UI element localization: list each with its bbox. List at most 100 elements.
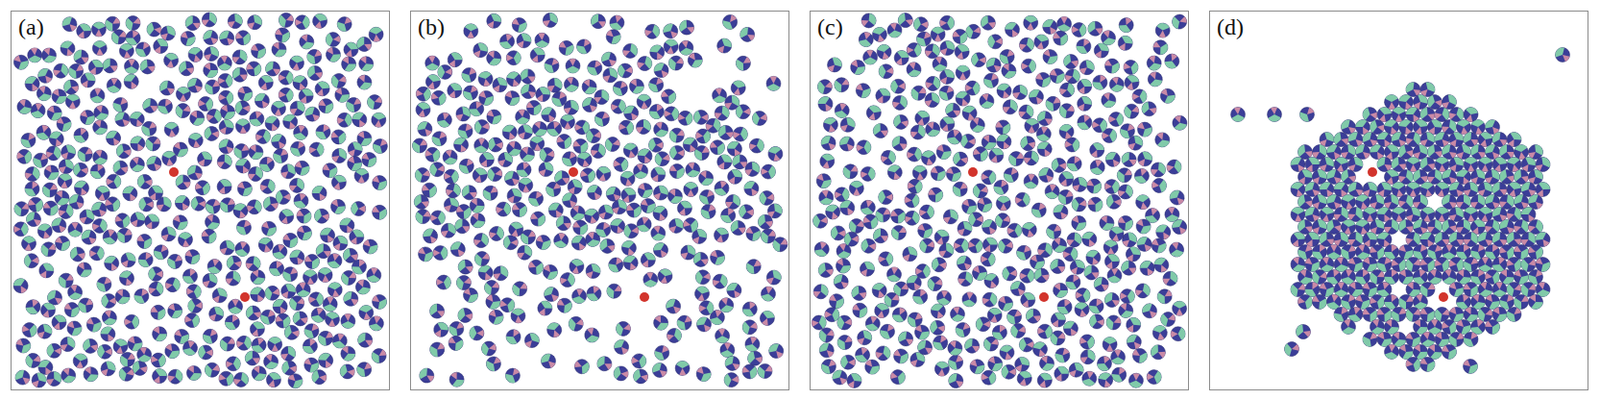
patchy-particle bbox=[256, 72, 275, 92]
particle-stripe bbox=[81, 78, 92, 89]
particle-patch bbox=[21, 222, 29, 236]
patchy-particle bbox=[278, 280, 299, 301]
patchy-particle bbox=[127, 109, 146, 128]
patchy-particle bbox=[89, 198, 110, 219]
patchy-particle bbox=[287, 246, 308, 267]
patchy-particle bbox=[227, 298, 243, 315]
particle-patch bbox=[263, 59, 277, 74]
particle-body bbox=[355, 72, 374, 92]
particle-body bbox=[112, 108, 133, 129]
particle-body bbox=[101, 227, 120, 245]
particle-stripe bbox=[602, 72, 612, 83]
patchy-particle bbox=[369, 135, 389, 156]
particle-patch bbox=[23, 74, 38, 87]
particle-stripe bbox=[582, 78, 592, 89]
particle-stripe bbox=[149, 191, 160, 201]
particle-body bbox=[218, 334, 238, 354]
particle-stripe bbox=[448, 89, 458, 99]
particle-body bbox=[315, 96, 337, 117]
particle-body bbox=[617, 62, 633, 78]
particle-patch bbox=[237, 48, 249, 63]
particle-stripe bbox=[246, 203, 256, 212]
particle-body bbox=[92, 103, 110, 122]
particle-patch bbox=[191, 314, 201, 329]
particle-body bbox=[40, 46, 59, 65]
patchy-particle bbox=[77, 70, 98, 91]
particle-body bbox=[474, 119, 490, 135]
particle-stripe bbox=[155, 269, 164, 277]
particle-body bbox=[231, 369, 250, 388]
particle-body bbox=[233, 217, 254, 238]
particle-patch bbox=[188, 46, 203, 56]
patchy-particle bbox=[162, 340, 183, 362]
tracer-dot bbox=[240, 291, 250, 302]
particle-patch bbox=[12, 202, 25, 218]
particle-stripe bbox=[193, 53, 201, 63]
particle-stripe bbox=[485, 109, 496, 120]
particle-stripe bbox=[640, 101, 648, 110]
particle-patch bbox=[33, 198, 46, 214]
patchy-particle bbox=[350, 200, 366, 217]
particle-body bbox=[120, 183, 140, 203]
particle-body bbox=[22, 178, 43, 199]
particle-patch bbox=[230, 268, 243, 284]
particle-patch bbox=[360, 61, 375, 73]
particle-body bbox=[106, 173, 122, 189]
particle-body bbox=[278, 70, 293, 85]
particle-patch bbox=[586, 237, 602, 247]
patchy-particle bbox=[123, 14, 143, 33]
particle-patch bbox=[365, 96, 377, 111]
particle-stripe bbox=[356, 118, 365, 128]
particle-stripe bbox=[219, 124, 230, 135]
particle-stripe bbox=[173, 328, 184, 339]
particle-body bbox=[147, 266, 164, 282]
patchy-particle bbox=[505, 70, 524, 89]
particle-body bbox=[217, 369, 235, 388]
particle-body bbox=[329, 172, 348, 192]
particle-patch bbox=[277, 14, 289, 29]
particle-patch bbox=[516, 116, 531, 125]
patchy-particle bbox=[119, 43, 135, 59]
particle-stripe bbox=[341, 16, 352, 26]
particle-stripe bbox=[84, 365, 94, 376]
particle-stripe bbox=[165, 342, 175, 353]
patchy-particle bbox=[121, 72, 142, 92]
particle-stripe bbox=[229, 314, 240, 324]
particle-stripe bbox=[572, 140, 582, 149]
patchy-particle bbox=[264, 284, 281, 301]
patchy-particle bbox=[22, 178, 43, 199]
particle-body bbox=[369, 290, 389, 312]
particle-body bbox=[549, 88, 570, 109]
patchy-particle bbox=[123, 58, 140, 74]
particle-body bbox=[25, 194, 45, 214]
particle-patch bbox=[141, 235, 155, 250]
particle-stripe bbox=[116, 288, 125, 298]
particle-patch bbox=[339, 363, 349, 378]
patchy-particle bbox=[364, 93, 384, 112]
particle-stripe bbox=[310, 111, 320, 122]
particle-stripe bbox=[321, 163, 332, 173]
particle-stripe bbox=[260, 81, 269, 91]
patchy-particle bbox=[218, 89, 234, 105]
patchy-particle bbox=[218, 72, 233, 88]
particle-stripe bbox=[251, 327, 261, 338]
particle-stripe bbox=[338, 75, 347, 84]
particle-body bbox=[589, 142, 608, 161]
particle-stripe bbox=[350, 235, 361, 245]
particle-patch bbox=[487, 137, 497, 151]
particle-body bbox=[231, 141, 252, 162]
particle-patch bbox=[288, 247, 303, 261]
particle-stripe bbox=[332, 289, 340, 297]
patchy-particle bbox=[206, 257, 224, 275]
particle-stripe bbox=[38, 85, 47, 95]
particle-stripe bbox=[362, 362, 372, 372]
particle-stripe bbox=[312, 49, 322, 60]
particle-stripe bbox=[203, 51, 214, 62]
particle-patch bbox=[225, 73, 234, 87]
particle-patch bbox=[302, 16, 311, 29]
particle-stripe bbox=[495, 141, 504, 149]
particle-stripe bbox=[507, 130, 516, 140]
particle-body bbox=[259, 218, 280, 239]
patchy-particle bbox=[233, 217, 254, 238]
particle-patch bbox=[318, 266, 332, 275]
